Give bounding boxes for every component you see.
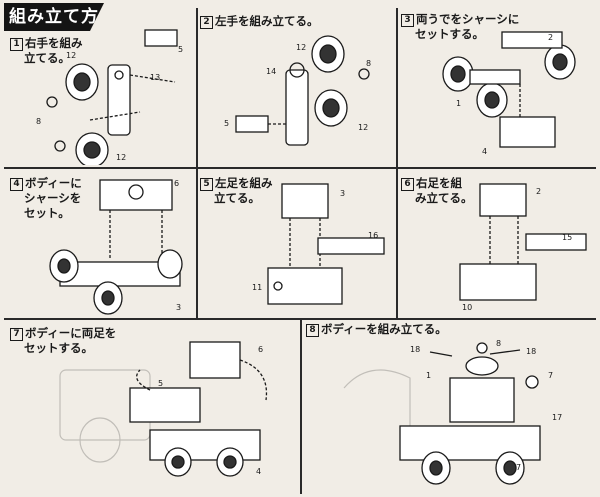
callout-3: 3 <box>340 189 345 198</box>
divider-col2 <box>396 8 398 318</box>
callout-2: 2 <box>536 187 541 196</box>
callout-17: 17 <box>552 413 562 422</box>
callout-4: 4 <box>256 467 261 476</box>
callout-5: 5 <box>178 45 183 54</box>
callout-15: 15 <box>562 233 572 242</box>
callout-8: 8 <box>366 59 371 68</box>
callout-2: 2 <box>548 33 553 42</box>
callout-14: 14 <box>266 67 276 76</box>
callout-8: 8 <box>36 117 41 126</box>
callout-4: 4 <box>482 147 487 156</box>
callout-13: 13 <box>150 73 160 82</box>
callout-5: 5 <box>158 379 163 388</box>
callout-6: 6 <box>174 179 179 188</box>
callout-6: 6 <box>258 345 263 354</box>
callout-11: 11 <box>252 283 262 292</box>
callout-12a: 12 <box>296 43 306 52</box>
callout-12b: 12 <box>116 153 126 162</box>
callout-18b: 18 <box>526 347 536 356</box>
callout-8: 8 <box>496 339 501 348</box>
divider-col1 <box>196 8 198 318</box>
step-8-illustration: 8 18 18 7 17 1 7 <box>343 339 562 485</box>
callout-1: 1 <box>456 99 461 108</box>
step-1-illustration: 5 13 12 8 12 <box>36 29 183 165</box>
callout-3: 3 <box>176 303 181 312</box>
callout-10: 10 <box>462 303 472 312</box>
step-2-illustration: 12 14 8 5 12 <box>224 35 371 146</box>
callout-1: 1 <box>426 371 431 380</box>
callout-5: 5 <box>224 119 229 128</box>
step-4-illustration: 6 3 <box>49 179 183 315</box>
callout-7a: 7 <box>548 371 553 380</box>
page-title: 組み立て方 <box>4 3 104 31</box>
callout-12b: 12 <box>358 123 368 132</box>
callout-18a: 18 <box>410 345 420 354</box>
callout-12a: 12 <box>66 51 76 60</box>
callout-16: 16 <box>368 231 378 240</box>
divider-row1 <box>4 167 596 169</box>
divider-col3 <box>300 318 302 494</box>
step-6-illustration: 2 15 10 <box>459 183 587 312</box>
step-5-illustration: 3 16 11 <box>252 183 385 305</box>
callout-7b: 7 <box>516 463 521 472</box>
step-7-illustration: 6 5 4 <box>59 341 268 477</box>
step-3-illustration: 2 1 4 <box>442 31 576 156</box>
